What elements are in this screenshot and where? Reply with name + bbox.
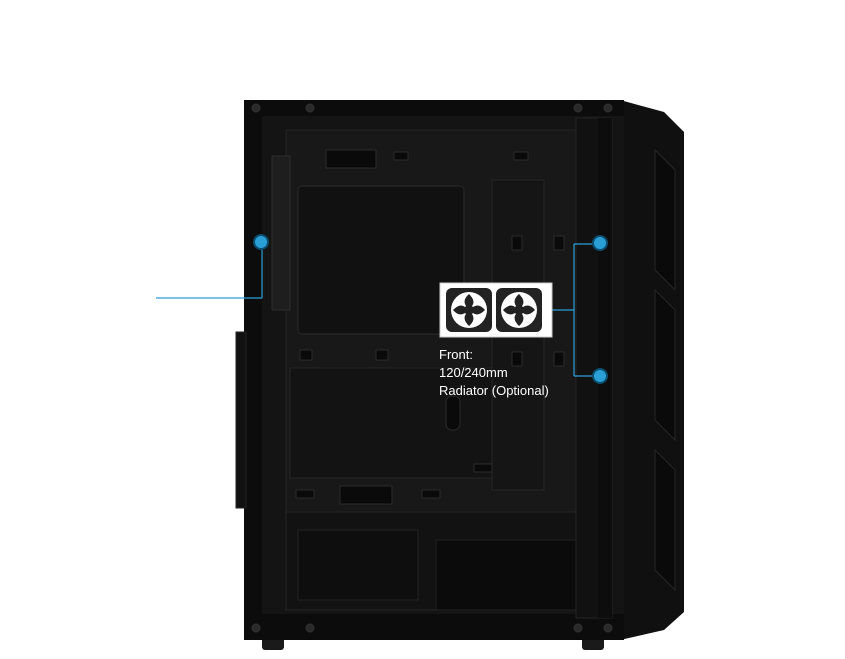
front-rail (598, 118, 612, 618)
cable-opening (435, 539, 577, 611)
radiator-annotation: Front: 120/240mm Radiator (Optional) (439, 346, 549, 400)
tray-slots (295, 149, 565, 505)
front-panel-vents (654, 148, 676, 592)
annotation-line-3: Radiator (Optional) (439, 383, 549, 398)
rear-fan-frame (271, 155, 291, 311)
case-bottom-frame (244, 614, 624, 640)
front-radiator-callout (552, 235, 608, 384)
psu-cutout (297, 529, 419, 601)
case-screws (251, 103, 613, 633)
blue-dot-marker (592, 368, 608, 384)
annotation-line-1: Front: (439, 347, 473, 362)
rear-bracket (235, 331, 247, 509)
blue-dot-marker (253, 234, 269, 250)
case-top-frame (244, 100, 624, 116)
dual-fan-radiator-icon (439, 282, 553, 338)
tray-cutout-upper (297, 185, 465, 335)
tray-cutout-lower (289, 367, 501, 479)
annotation-line-2: 120/240mm (439, 365, 508, 380)
blue-dot-marker (592, 235, 608, 251)
rear-fan-callout (156, 234, 269, 299)
case-left-frame (244, 100, 262, 640)
